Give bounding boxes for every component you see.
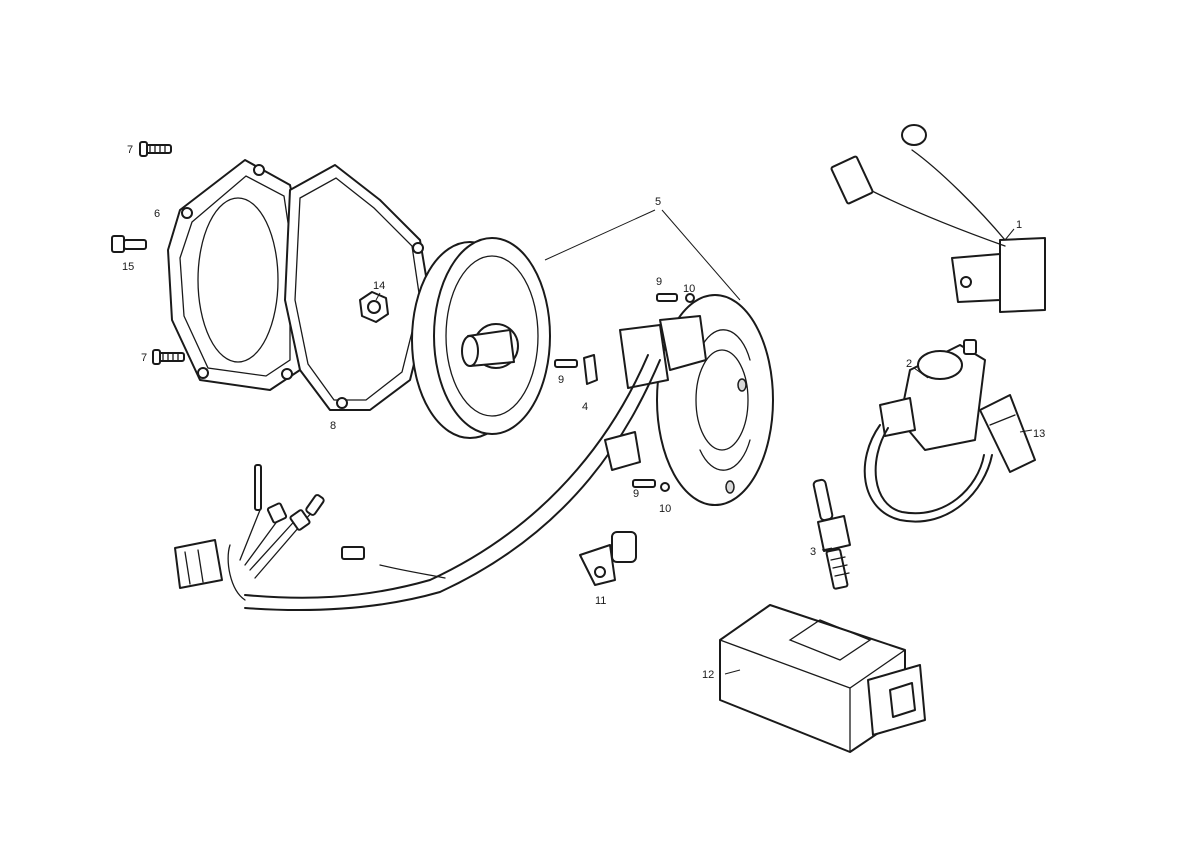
callout-9-lower: 9 — [633, 488, 639, 500]
clip-4 — [583, 354, 598, 385]
callout-3: 3 — [810, 546, 816, 558]
callout-4: 4 — [582, 401, 588, 413]
callout-10-lower: 10 — [659, 503, 671, 515]
callout-11: 11 — [595, 595, 606, 607]
ignition-coil-2 — [863, 339, 993, 523]
callout-7-lower: 7 — [141, 352, 147, 364]
cdi-unit-12 — [719, 604, 926, 753]
callout-14: 14 — [373, 280, 385, 292]
callout-5: 5 — [655, 196, 661, 208]
regulator-1 — [830, 124, 1046, 313]
screw-9-middle — [554, 359, 578, 368]
wiring-harness — [174, 354, 661, 612]
stator-plate — [619, 294, 774, 506]
screw-9-upper — [656, 293, 695, 303]
rotor-flywheel — [411, 237, 551, 439]
bolt-15 — [111, 235, 147, 253]
callout-8: 8 — [330, 420, 336, 432]
callout-2: 2 — [906, 358, 912, 370]
gasket-8 — [284, 164, 431, 411]
nut-14 — [359, 291, 389, 323]
callout-7-upper: 7 — [127, 144, 133, 156]
spark-plug-3 — [812, 478, 851, 590]
callout-12: 12 — [702, 669, 714, 681]
plug-cap-13 — [979, 394, 1036, 473]
leader-lines — [375, 209, 1033, 675]
callout-13: 13 — [1033, 428, 1045, 440]
screw-9-lower — [632, 479, 670, 492]
screw-7-lower — [152, 349, 185, 365]
callout-6: 6 — [154, 208, 160, 220]
callout-10-upper: 10 — [683, 283, 695, 295]
pickup-11 — [579, 531, 637, 586]
callout-1: 1 — [1016, 219, 1022, 231]
callout-labels: 1 2 3 4 5 6 7 7 8 9 9 9 10 10 11 12 13 1… — [122, 144, 1045, 681]
callout-9-middle: 9 — [558, 374, 564, 386]
screw-7-upper — [139, 141, 172, 157]
callout-15: 15 — [122, 261, 134, 273]
callout-9-upper: 9 — [656, 276, 662, 288]
cover-6 — [167, 159, 301, 391]
